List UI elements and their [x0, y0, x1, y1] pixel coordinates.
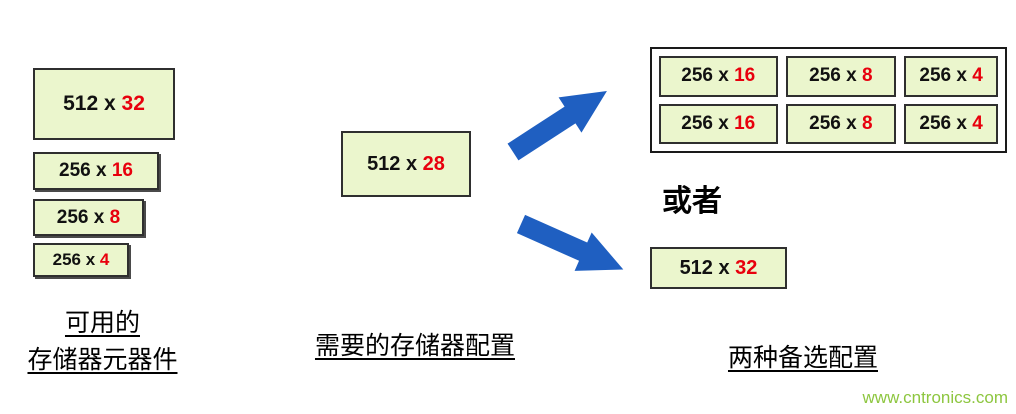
memory-width-label: 16	[734, 65, 756, 87]
memory-box-256x16-available: 256 x 16	[33, 152, 159, 190]
grid-row: 256 x 16 256 x 8 256 x 4	[659, 103, 998, 144]
memory-box-512x28-required: 512 x 28	[341, 131, 471, 197]
memory-size-label: 256 x	[919, 65, 973, 87]
memory-box-256x16: 256 x 16	[659, 103, 778, 144]
memory-size-label: 256 x	[52, 250, 100, 269]
memory-box-512x32-alternative: 512 x 32	[650, 247, 787, 289]
memory-width-label: 32	[735, 256, 758, 279]
memory-size-label: 512 x	[63, 92, 122, 115]
caption-required-config: 需要的存储器配置	[305, 328, 525, 365]
arrow-up-right-icon	[507, 91, 607, 161]
memory-box-256x4: 256 x 4	[904, 103, 998, 144]
memory-box-256x8-available: 256 x 8	[33, 199, 144, 236]
memory-size-label: 256 x	[809, 65, 862, 87]
memory-width-label: 28	[422, 152, 445, 175]
memory-size-label: 512 x	[679, 256, 736, 279]
arrow-down-right-icon	[516, 214, 624, 271]
memory-box-256x4: 256 x 4	[904, 56, 998, 97]
caption-alternative-configs: 两种备选配置	[698, 340, 908, 377]
memory-box-256x4-available: 256 x 4	[33, 243, 129, 277]
memory-size-label: 256 x	[56, 206, 110, 228]
or-label: 或者	[662, 185, 722, 218]
grid-row: 256 x 16 256 x 8 256 x 4	[659, 56, 998, 97]
memory-width-label: 8	[861, 65, 873, 87]
alternative-config-grid: 256 x 16 256 x 8 256 x 4 256 x 16 256 x …	[650, 47, 1007, 153]
memory-width-label: 8	[109, 206, 121, 228]
memory-size-label: 256 x	[681, 65, 735, 87]
memory-box-256x8: 256 x 8	[785, 103, 897, 144]
caption-line: 需要的存储器配置	[314, 333, 515, 360]
memory-width-label: 16	[734, 112, 756, 134]
memory-box-512x32-available: 512 x 32	[33, 68, 175, 140]
memory-width-label: 32	[121, 92, 145, 115]
memory-width-label: 4	[99, 250, 110, 269]
caption-line: 存储器元器件	[27, 347, 178, 374]
memory-width-label: 4	[972, 65, 983, 87]
watermark-text: www.cntronics.com	[862, 388, 1008, 407]
memory-box-256x8: 256 x 8	[785, 56, 897, 97]
memory-size-label: 512 x	[367, 152, 423, 175]
caption-available-components: 可用的 存储器元器件	[20, 305, 185, 379]
memory-size-label: 256 x	[59, 160, 112, 181]
caption-line: 可用的	[64, 310, 140, 337]
memory-box-256x16: 256 x 16	[659, 56, 778, 97]
memory-width-label: 4	[972, 112, 983, 134]
memory-width-label: 16	[111, 160, 133, 181]
caption-line: 两种备选配置	[727, 345, 878, 372]
memory-size-label: 256 x	[809, 112, 862, 134]
memory-size-label: 256 x	[681, 112, 735, 134]
memory-width-label: 8	[861, 112, 873, 134]
memory-size-label: 256 x	[919, 112, 973, 134]
